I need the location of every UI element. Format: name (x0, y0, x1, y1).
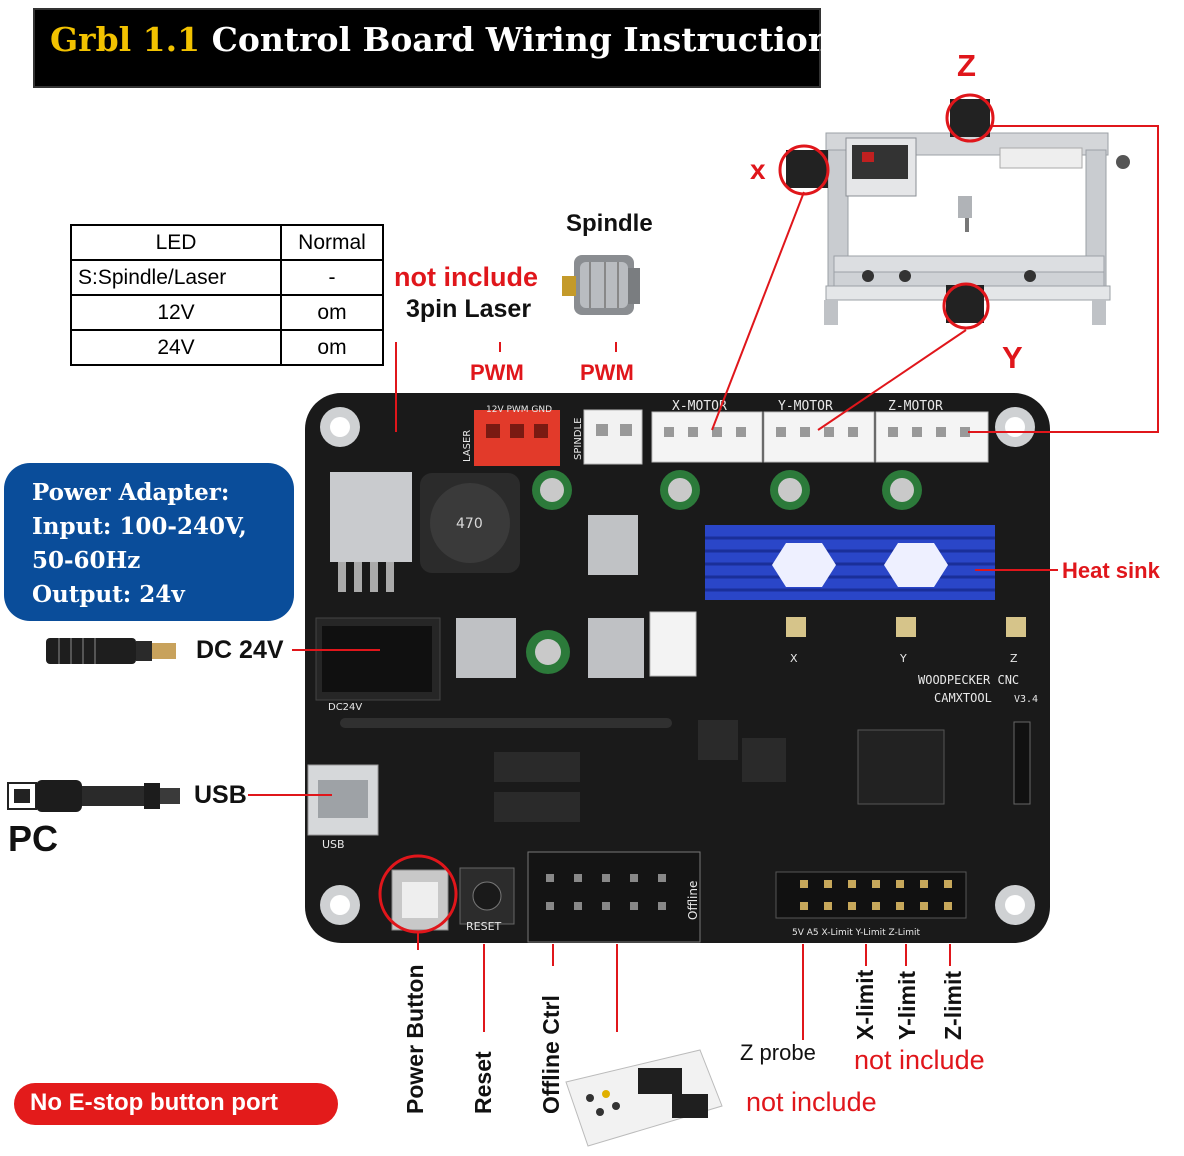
y-motor-illustration (946, 285, 984, 323)
not-include-limits-label: not include (854, 1045, 985, 1075)
power-adapter-title: Power Adapter: (32, 479, 230, 506)
led-table-header: LED Normal (70, 224, 384, 261)
pwm-laser-label: PWM (470, 360, 524, 385)
spindle-motor-illustration (562, 255, 640, 315)
title-banner (33, 8, 821, 88)
silk-spindle: SPINDLE (573, 418, 584, 460)
silk-brand2: CAMXTOOL (934, 691, 992, 705)
silk-trim-y: Y (899, 652, 907, 665)
x-axis-label: x (750, 154, 766, 185)
dc-plug-illustration (46, 638, 176, 664)
no-estop-badge (14, 1083, 338, 1125)
power-adapter-input: Input: 100-240V, (32, 513, 247, 540)
silk-dc: DC24V (328, 702, 362, 713)
dc24v-label: DC 24V (196, 636, 284, 664)
page-title: Grbl 1.1 Control Board Wiring Instructio… (50, 20, 850, 59)
cnc-machine-illustration (778, 93, 1130, 330)
led-table: LED Normal S:Spindle/Laser - 12V om 24V … (70, 224, 384, 366)
silk-usb: USB (322, 838, 345, 851)
table-row: 12V om (70, 294, 384, 331)
silk-brand1: WOODPECKER CNC (918, 673, 1019, 687)
pc-label: PC (8, 818, 59, 859)
offline-connector (527, 851, 701, 943)
silk-reset: RESET (466, 920, 502, 933)
microcontroller (857, 729, 945, 805)
laser-3pin-label: 3pin Laser (406, 295, 532, 323)
z-probe-label: Z probe (740, 1040, 816, 1065)
y-axis-label: Y (1002, 340, 1023, 375)
usb-label: USB (194, 781, 247, 809)
silk-trim-x: X (790, 652, 798, 665)
silk-x-motor: X-MOTOR (672, 399, 727, 414)
x-limit-label: X-limit (852, 969, 878, 1040)
table-row: S:Spindle/Laser - (70, 259, 384, 296)
reset-label: Reset (470, 1051, 496, 1114)
table-row: 24V om (70, 329, 384, 366)
normal-cell: om (280, 329, 384, 366)
pwm-spindle-label: PWM (580, 360, 634, 385)
led-cell: 12V (70, 294, 282, 331)
led-cell: S:Spindle/Laser (70, 259, 282, 296)
limit-pin-header (775, 871, 967, 919)
y-limit-label: Y-limit (894, 970, 920, 1040)
silk-version: V3.4 (1014, 694, 1038, 705)
power-button-highlight (378, 854, 458, 934)
silk-laser: LASER (462, 430, 473, 462)
z-limit-label: Z-limit (940, 971, 966, 1040)
usb-cable-illustration (7, 780, 180, 812)
normal-col-header: Normal (280, 224, 384, 261)
power-adapter-output: Output: 24v (32, 581, 185, 608)
silk-inductor: 470 (456, 516, 483, 532)
z-motor-illustration (950, 99, 990, 137)
power-button-label: Power Button (402, 964, 428, 1115)
silk-z-motor: Z-MOTOR (888, 399, 943, 414)
power-adapter-box (4, 463, 294, 621)
spindle-label: Spindle (566, 210, 653, 237)
normal-cell: - (280, 259, 384, 296)
offline-ctrl-label: Offline Ctrl (538, 995, 564, 1114)
power-adapter-frequency: 50-60Hz (32, 547, 141, 574)
title-highlight: Grbl 1.1 (50, 20, 201, 59)
spindle-connector (583, 409, 643, 465)
offline-controller-illustration (565, 1049, 723, 1147)
not-include-probe-label: not include (746, 1087, 877, 1117)
silk-pins: 5V A5 X-Limit Y-Limit Z-Limit (792, 928, 921, 938)
normal-cell: om (280, 294, 384, 331)
led-col-header: LED (70, 224, 282, 261)
z-axis-label: Z (957, 48, 976, 83)
silk-y-motor: Y-MOTOR (778, 399, 833, 414)
pcb-board (305, 393, 1050, 943)
silk-offline: Offline (686, 881, 700, 920)
x-motor-illustration (786, 150, 828, 188)
power-adapter-text: Power Adapter: Input: 100-240V, 50-60Hz … (32, 476, 247, 612)
title-rest: Control Board Wiring Instructions (211, 20, 851, 59)
silk-laser-pins: 12V PWM GND (486, 405, 552, 415)
callout-lines (248, 125, 1159, 1040)
no-estop-label: No E-stop button port (30, 1089, 278, 1116)
heat-sink-label: Heat sink (1062, 558, 1160, 583)
not-include-laser-label: not include (394, 262, 538, 292)
silk-trim-z: Z (1010, 652, 1018, 665)
led-cell: 24V (70, 329, 282, 366)
